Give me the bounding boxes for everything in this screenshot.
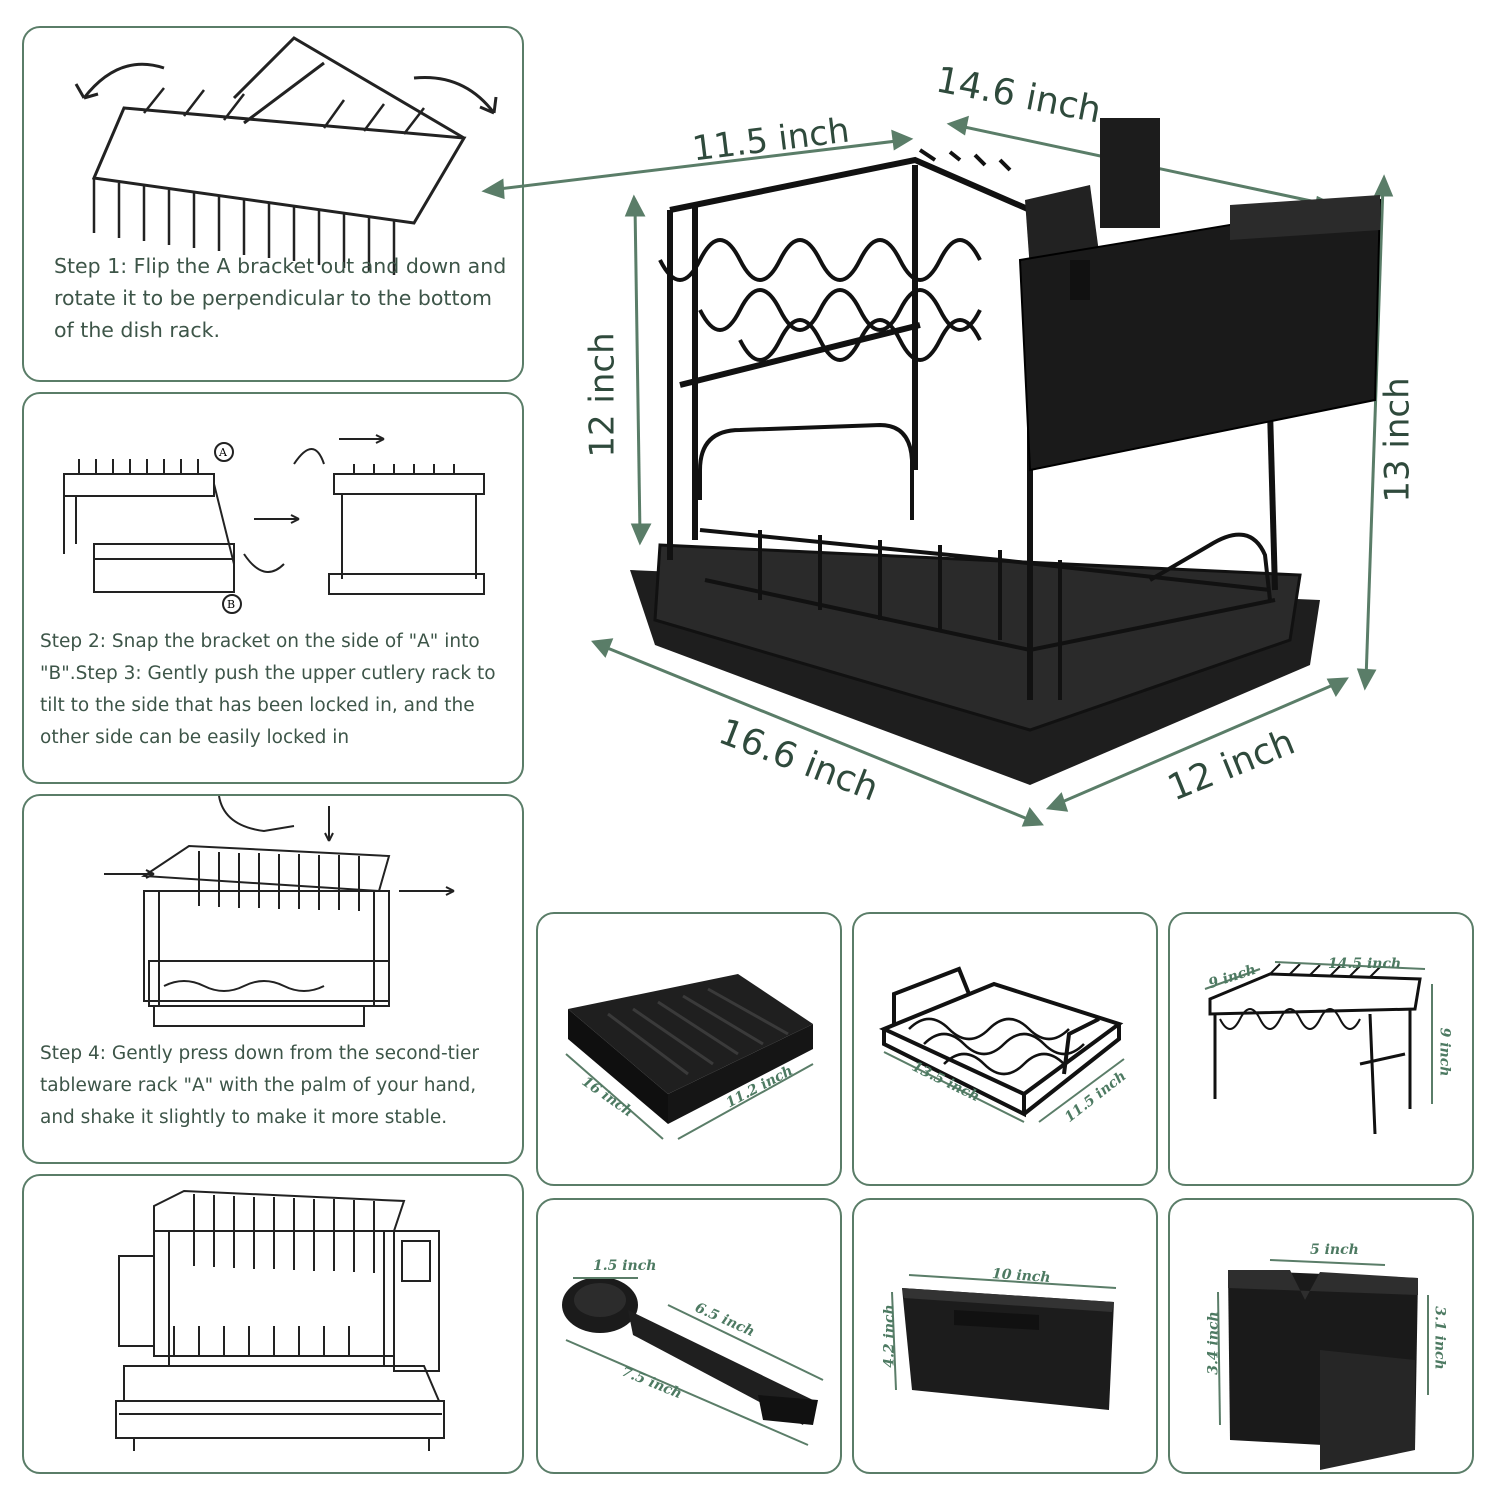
part-cutlery-box-panel: 10 inch 4.2 inch <box>852 1198 1158 1474</box>
spout-diameter: 1.5 inch <box>593 1258 657 1274</box>
upper-rack-image <box>1204 961 1433 1135</box>
upper-rack-length: 14.5 inch <box>1328 956 1402 972</box>
main-product-illustration <box>481 115 1394 827</box>
cutlery-box-image <box>891 1274 1117 1410</box>
part-lower-rack-panel: 13.5 inch 11.5 inch <box>852 912 1158 1186</box>
step2-illustration: A B <box>63 434 485 614</box>
dim-left-height: 12 inch <box>582 332 623 458</box>
tray-image <box>565 974 814 1140</box>
part-knife-holder-panel: 5 inch 3.4 inch 3.1 inch <box>1168 1198 1474 1474</box>
assembled-panel <box>22 1174 524 1474</box>
lower-rack-image <box>879 966 1125 1123</box>
step4-text: Step 4: Gently press down from the secon… <box>40 1043 480 1128</box>
part-upper-rack-panel: 9 inch 14.5 inch 9 inch <box>1168 912 1474 1186</box>
upper-rack-frame <box>667 156 1278 700</box>
step2-panel: A B Step 2: Snap the bracket on the side… <box>22 392 524 784</box>
step4-panel: Step 4: Gently press down from the secon… <box>22 794 524 1164</box>
step2-text: Step 2: Snap the bracket on the side of … <box>40 631 496 748</box>
assembled-illustration <box>115 1189 445 1451</box>
knife-holder-left-height: 3.4 inch <box>1205 1311 1222 1375</box>
lower-rack-wires <box>698 422 1276 700</box>
part-tray-panel: 16 inch 11.2 inch <box>536 912 842 1186</box>
knife-holder-right-height: 3.1 inch <box>1431 1306 1448 1370</box>
cutlery-box-height: 4.2 inch <box>881 1304 898 1368</box>
step4-illustration <box>104 796 455 1027</box>
knife-holder-image <box>1217 1259 1429 1470</box>
step1-illustration <box>74 36 498 275</box>
step1-text: Step 1: Flip the A bracket out and down … <box>54 254 507 342</box>
part-spout-panel: 1.5 inch 6.5 inch 7.5 inch <box>536 1198 842 1474</box>
cutlery-caddy <box>1018 118 1382 472</box>
knife-holder-width: 5 inch <box>1310 1242 1359 1258</box>
upper-rack-height: 9 inch <box>1436 1027 1453 1077</box>
spout-image <box>562 1277 824 1446</box>
plate-wires <box>658 148 1012 362</box>
marker-b: B <box>227 598 235 611</box>
step1-panel: Step 1: Flip the A bracket out and down … <box>22 26 524 382</box>
dim-right-height: 13 inch <box>1377 377 1418 503</box>
marker-a: A <box>218 446 228 459</box>
